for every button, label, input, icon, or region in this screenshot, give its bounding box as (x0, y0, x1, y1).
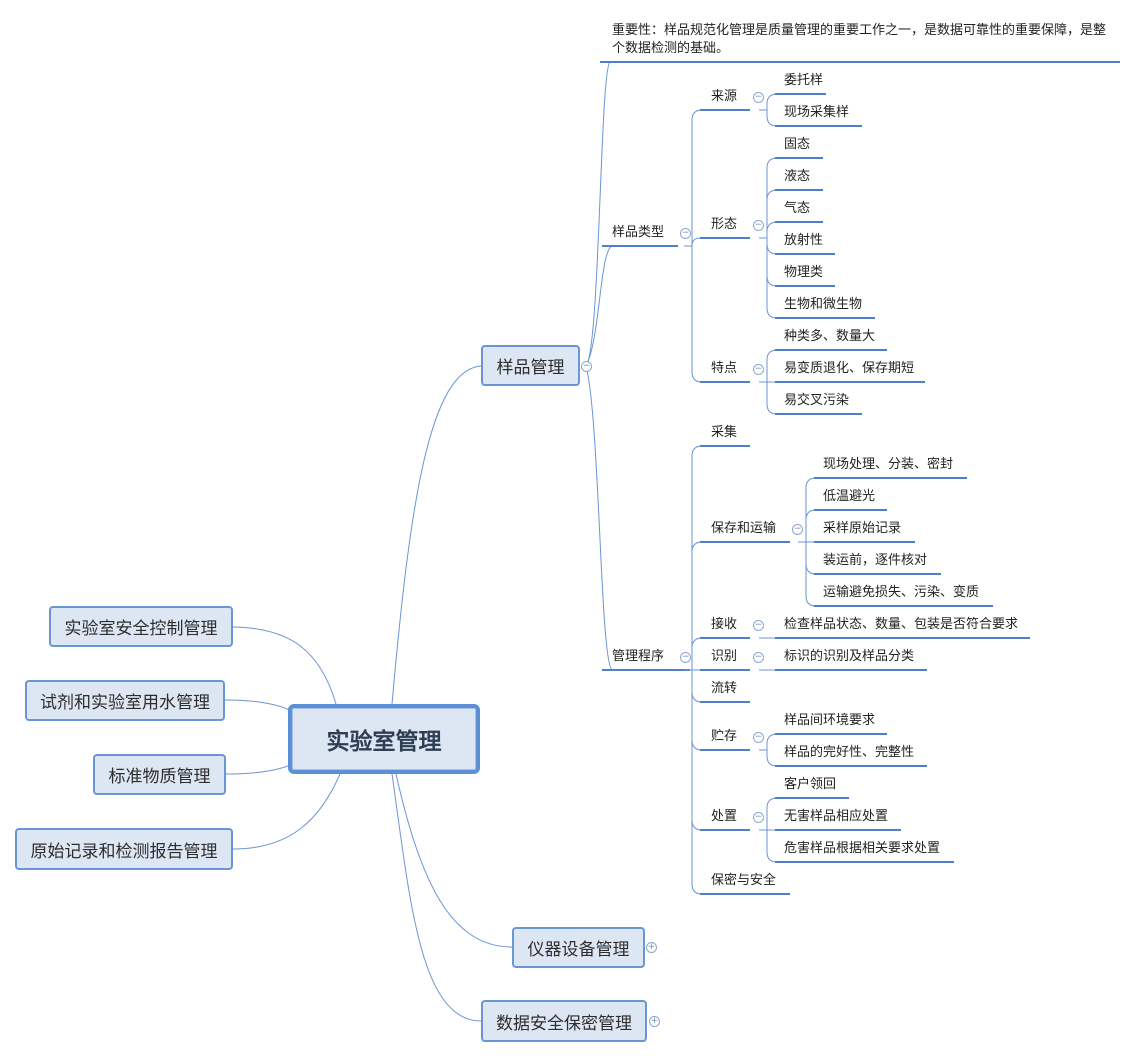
leaf-dispose-item[interactable]: 客户领回 (784, 777, 837, 792)
connector-features-leaf (766, 349, 778, 382)
node-procedure[interactable]: 管理程序 (612, 649, 665, 664)
leaf-features-item[interactable]: 易交叉污染 (784, 393, 850, 408)
leaf-storage-item[interactable]: 低温避光 (823, 489, 876, 504)
topic-sample-management[interactable]: 样品管理 (481, 345, 580, 386)
connector-store-leaf (766, 733, 778, 750)
node-dispose[interactable]: 处置 (711, 809, 738, 824)
leaf-form-item[interactable]: 气态 (784, 201, 811, 216)
leaf-form-item[interactable]: 放射性 (784, 233, 824, 248)
connector-form-leaf (766, 238, 778, 287)
leaf-store-item[interactable]: 样品的完好性、完整性 (784, 745, 915, 760)
connector-sample-importance (585, 61, 611, 367)
leaf-form-item[interactable]: 液态 (784, 169, 811, 184)
collapse-toggle-icon[interactable]: − (581, 361, 592, 372)
leaf-receive-item[interactable]: 检查样品状态、数量、包装是否符合要求 (784, 617, 1019, 632)
expand-toggle-icon[interactable]: + (646, 942, 657, 953)
connector-form-leaf (766, 189, 778, 238)
connector-procedure-child (691, 670, 703, 895)
node-store[interactable]: 贮存 (711, 729, 738, 744)
expand-toggle-icon[interactable]: + (649, 1016, 660, 1027)
node-identify[interactable]: 识别 (711, 649, 738, 664)
connector-root-data-security (391, 773, 482, 1022)
topic-reagent-water[interactable]: 试剂和实验室用水管理 (25, 680, 225, 721)
connector-procedure-child (691, 541, 703, 670)
leaf-storage-item[interactable]: 运输避免损失、污染、变质 (823, 585, 980, 600)
node-sample-types[interactable]: 样品类型 (612, 225, 665, 240)
collapse-toggle-icon[interactable]: − (753, 652, 764, 663)
node-confidential[interactable]: 保密与安全 (711, 873, 777, 888)
leaf-form-item[interactable]: 物理类 (784, 265, 824, 280)
collapse-toggle-icon[interactable]: − (753, 812, 764, 823)
connector-source-leaf (766, 110, 778, 127)
connector-sample-types (585, 245, 613, 367)
leaf-source-item[interactable]: 现场采集样 (784, 105, 850, 120)
connector-type-source (691, 109, 703, 246)
connector-procedure-child (691, 637, 703, 670)
leaf-features-item[interactable]: 种类多、数量大 (784, 329, 876, 344)
leaf-store-item[interactable]: 样品间环境要求 (784, 713, 876, 728)
topic-lab-safety[interactable]: 实验室安全控制管理 (49, 606, 233, 647)
connector-store-leaf (766, 750, 778, 767)
collapse-toggle-icon[interactable]: − (753, 732, 764, 743)
leaf-storage-item[interactable]: 装运前，逐件核对 (823, 553, 928, 568)
connector-root-records (232, 773, 341, 850)
node-collect[interactable]: 采集 (711, 425, 738, 440)
connector-procedure-child (691, 445, 703, 670)
root-node[interactable]: 实验室管理 (288, 704, 480, 774)
node-receive[interactable]: 接收 (711, 617, 738, 632)
connector-procedure-child (691, 670, 703, 751)
connector-form-leaf (766, 221, 778, 238)
connector-form-leaf (766, 238, 778, 255)
connector-procedure (585, 365, 613, 671)
connector-storage-leaf (805, 509, 817, 542)
leaf-dispose-item[interactable]: 无害样品相应处置 (784, 809, 889, 824)
connector-source-leaf (766, 93, 778, 110)
collapse-toggle-icon[interactable]: − (680, 228, 691, 239)
collapse-toggle-icon[interactable]: − (753, 364, 764, 375)
leaf-storage-item[interactable]: 采样原始记录 (823, 521, 902, 536)
connector-dispose-leaf (766, 797, 778, 830)
node-features[interactable]: 特点 (711, 361, 738, 376)
topic-reference-material[interactable]: 标准物质管理 (93, 754, 226, 795)
connector-type-features (691, 246, 703, 383)
connector-root-sample (391, 365, 482, 705)
collapse-toggle-icon[interactable]: − (753, 620, 764, 631)
leaf-identify-item[interactable]: 标识的识别及样品分类 (784, 649, 915, 664)
leaf-storage-item[interactable]: 现场处理、分装、密封 (823, 457, 954, 472)
connector-root-instrument (395, 773, 513, 948)
importance-note: 重要性：样品规范化管理是质量管理的重要工作之一，是数据可靠性的重要保障，是整个数… (612, 23, 1107, 56)
collapse-toggle-icon[interactable]: − (680, 652, 691, 663)
leaf-dispose-item[interactable]: 危害样品根据相关要求处置 (784, 841, 941, 856)
leaf-features-item[interactable]: 易变质退化、保存期短 (784, 361, 915, 376)
node-storage-transport[interactable]: 保存和运输 (711, 521, 777, 536)
connector-type-form (691, 237, 701, 247)
connector-procedure-child (691, 670, 703, 703)
leaf-form-item[interactable]: 生物和微生物 (784, 297, 863, 312)
topic-data-security[interactable]: 数据安全保密管理 (481, 1000, 647, 1042)
leaf-form-item[interactable]: 固态 (784, 137, 811, 152)
topic-instrument-management[interactable]: 仪器设备管理 (512, 927, 645, 968)
topic-records-reports[interactable]: 原始记录和检测报告管理 (15, 828, 233, 870)
node-circulate[interactable]: 流转 (711, 681, 738, 696)
node-form[interactable]: 形态 (711, 217, 738, 232)
connector-features-leaf (766, 382, 778, 415)
collapse-toggle-icon[interactable]: − (753, 92, 764, 103)
node-source[interactable]: 来源 (711, 89, 738, 104)
connector-root-lab-safety (232, 626, 337, 705)
collapse-toggle-icon[interactable]: − (753, 220, 764, 231)
collapse-toggle-icon[interactable]: − (792, 524, 803, 535)
connector-dispose-leaf (766, 830, 778, 863)
connector-storage-leaf (805, 542, 817, 575)
leaf-source-item[interactable]: 委托样 (784, 73, 824, 88)
